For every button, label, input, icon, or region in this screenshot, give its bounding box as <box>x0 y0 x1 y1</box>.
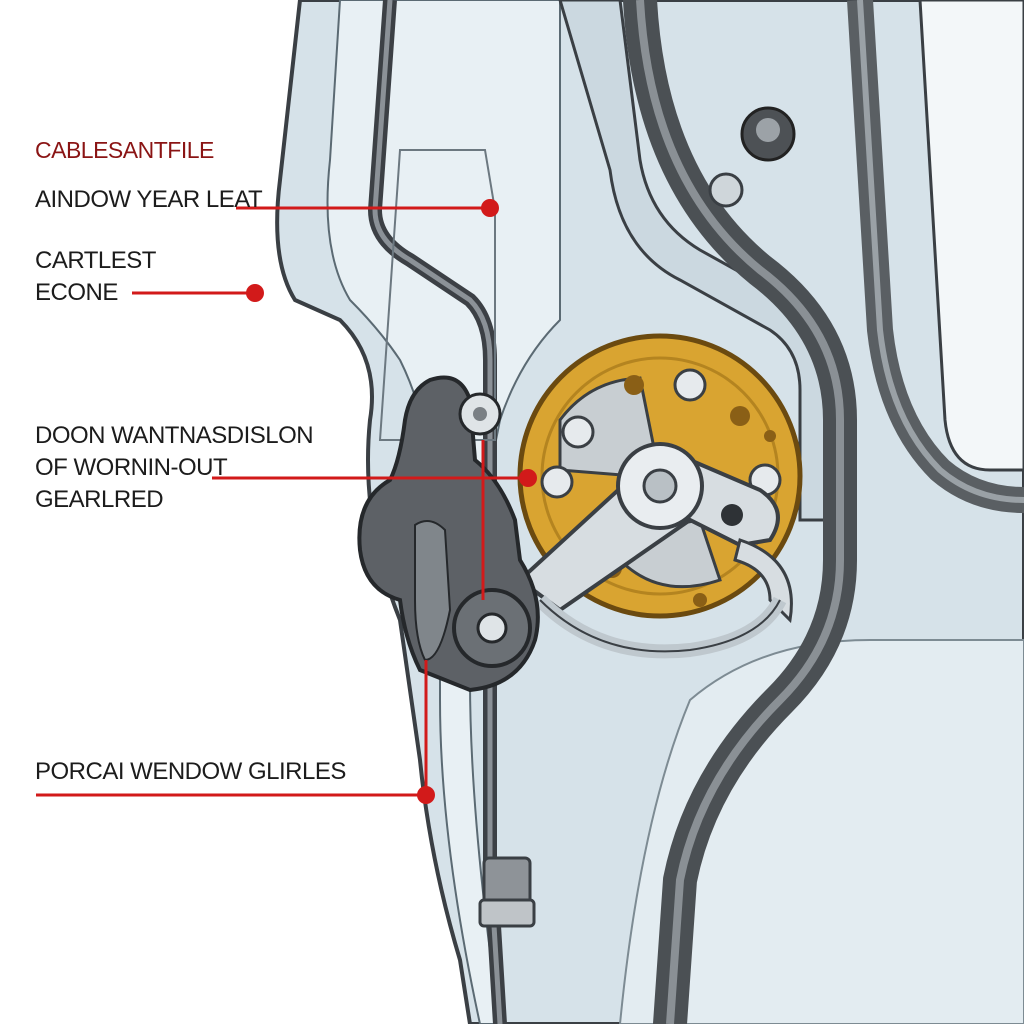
callout-dot-cartlest-econe <box>246 284 264 302</box>
arm-pivot-hole <box>721 504 743 526</box>
diagram-header: CABLESANTFILE <box>35 137 214 163</box>
callout-label-window-year-leat: AINDOW YEAR LEAT <box>35 184 263 216</box>
mount-bolt-small <box>708 172 744 208</box>
callout-label-window-glides: PORCAI WENDOW GLIRLES <box>35 756 346 788</box>
gear-hole-3 <box>764 430 776 442</box>
callout-text: AINDOW YEAR LEAT <box>35 186 263 213</box>
window-cable-core <box>372 0 503 1024</box>
callout-text: CARTLEST <box>35 247 156 274</box>
bracket-bolt-top-center <box>473 407 487 421</box>
bracket-highlight <box>414 520 452 662</box>
gear-hole-2 <box>730 406 750 426</box>
gear-bolt-2 <box>561 415 595 449</box>
callout-text: GEARLRED <box>35 486 164 513</box>
gear-bolt-3 <box>540 465 574 499</box>
gear-hole-1 <box>624 375 644 395</box>
mount-bolt-upper-head <box>756 118 780 142</box>
window-seal-highlight <box>636 0 844 1024</box>
callout-text: PORCAI WENDOW GLIRLES <box>35 758 346 785</box>
inner-panel-right <box>890 0 1024 472</box>
gear-hole-5 <box>693 593 707 607</box>
callout-text: OF WORNIN-OUT <box>35 454 228 481</box>
callout-text: DOON WANTNASDISLON <box>35 422 314 449</box>
callout-label-cartlest-econe: CARTLEST ECONE <box>35 245 156 309</box>
cable-crimp-band <box>478 898 536 928</box>
callout-label-worn-out-gear: DOON WANTNASDISLON OF WORNIN-OUT GEARLRE… <box>35 420 314 516</box>
glide-track-edge <box>539 599 781 653</box>
outer-seal-highlight <box>857 0 1024 503</box>
callout-dot-window-year-leat <box>481 199 499 217</box>
callout-dot-window-glides <box>417 786 435 804</box>
cable-guide-slot <box>378 149 496 441</box>
gear-bolt-1 <box>673 368 707 402</box>
callout-dot-worn-out-gear <box>519 469 537 487</box>
bracket-pulley-bolt <box>476 612 508 644</box>
callout-text: ECONE <box>35 279 118 306</box>
gear-center-bolt <box>642 468 678 504</box>
